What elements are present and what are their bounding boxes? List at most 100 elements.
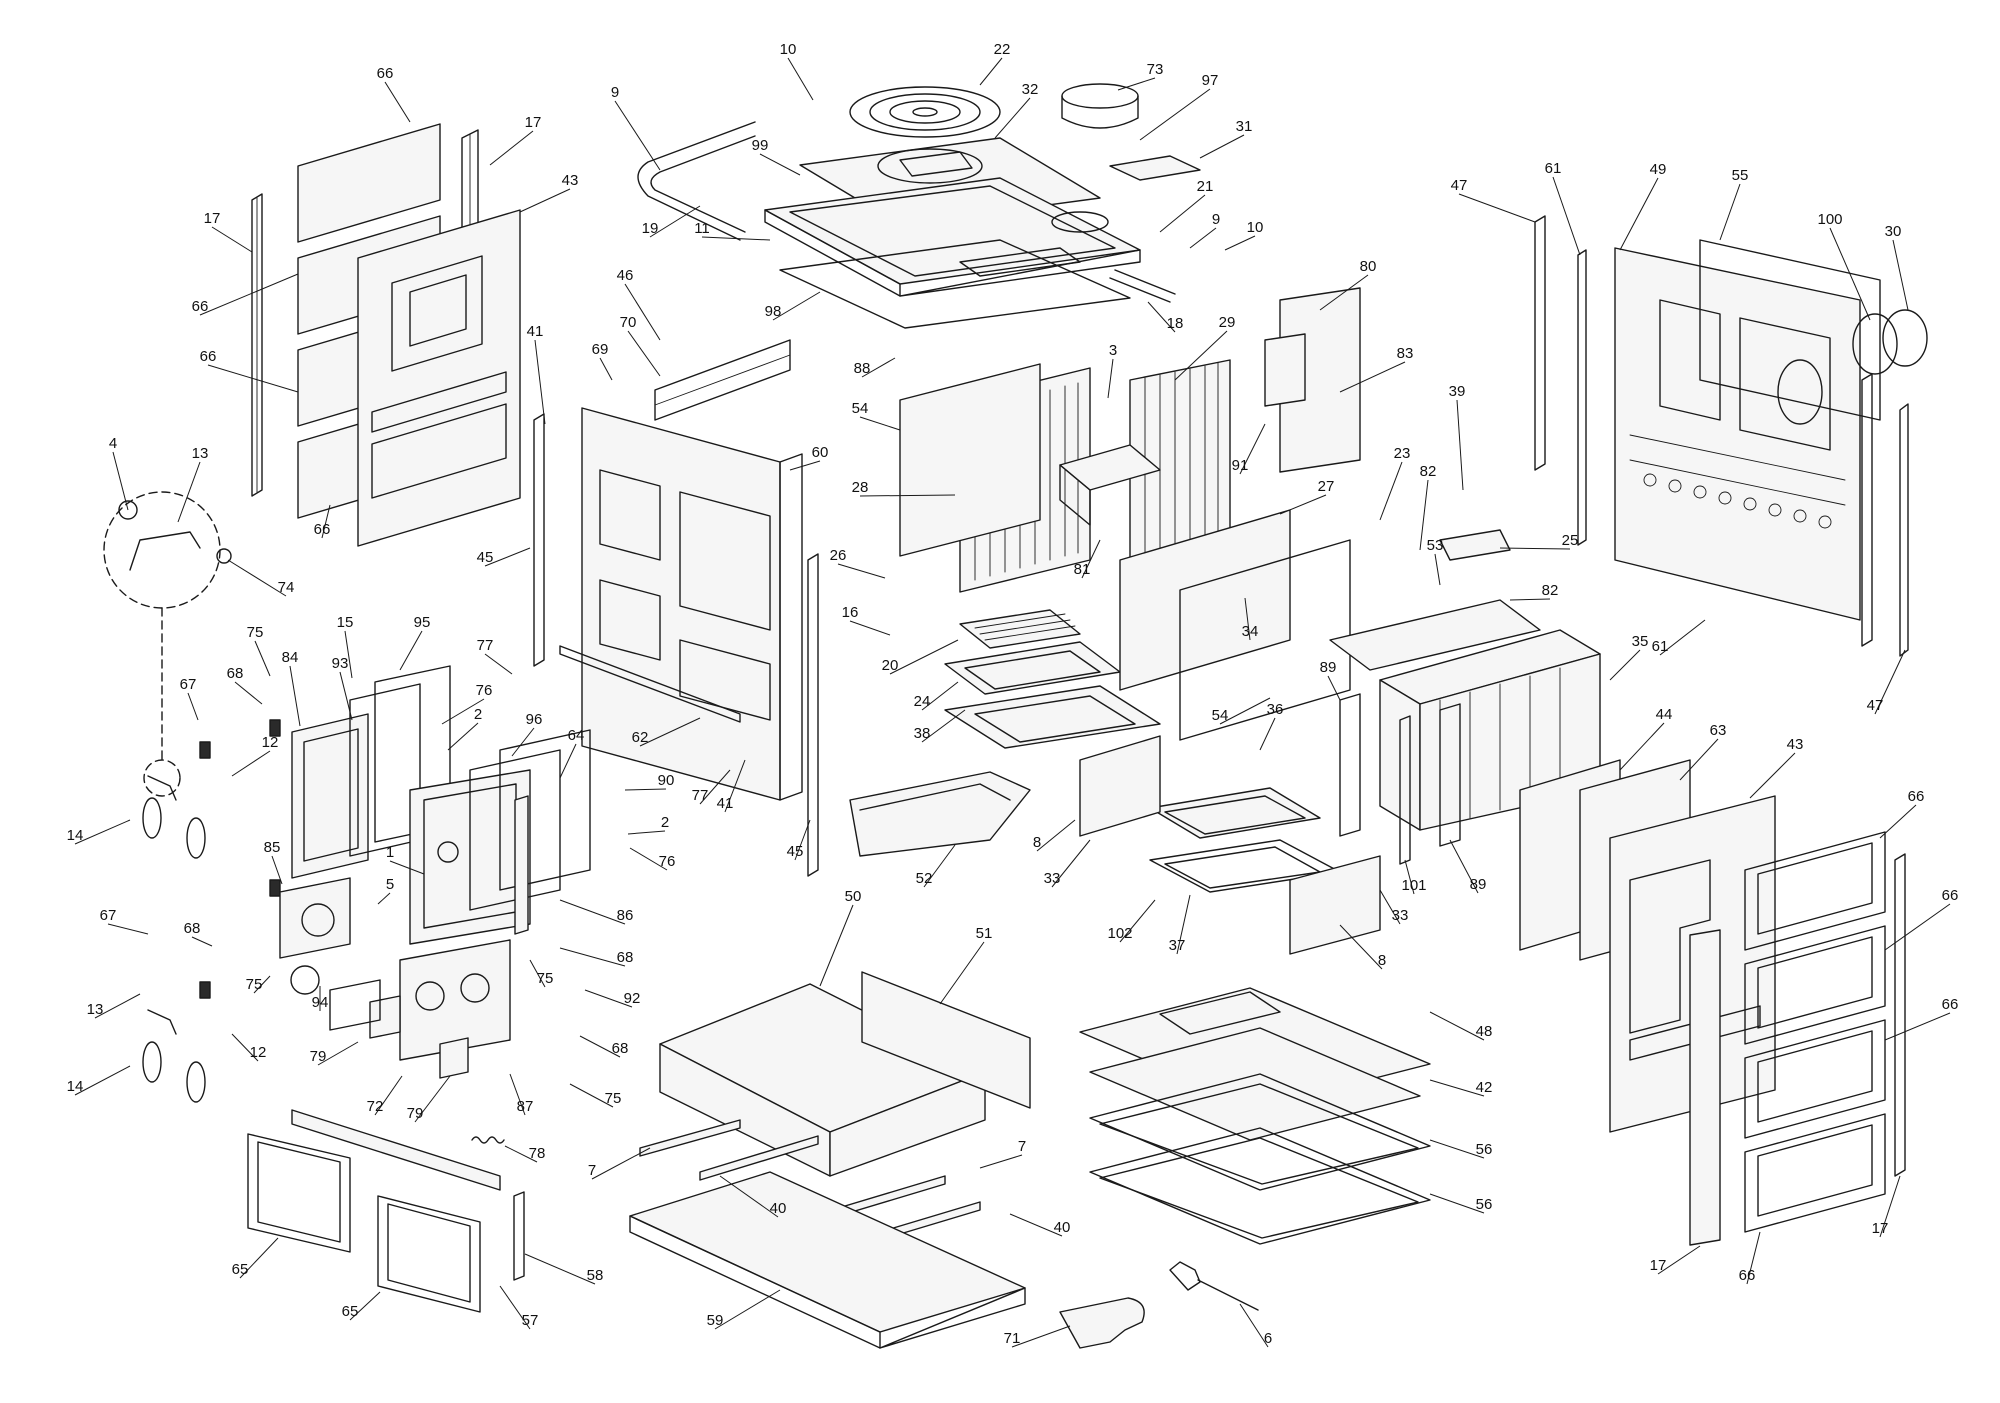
callout-leader-75 xyxy=(254,640,271,677)
callout-leader-10 xyxy=(1224,235,1256,251)
callout-leader-72 xyxy=(374,1075,403,1116)
callout-label-56: 56 xyxy=(1476,1141,1493,1158)
callout-leader-89 xyxy=(1449,839,1479,894)
oven-runners-right xyxy=(1289,855,1381,955)
callout-leader-36 xyxy=(1259,717,1276,751)
callout-leader-56 xyxy=(1429,1193,1485,1214)
callout-leader-37 xyxy=(1176,894,1191,955)
callout-label-5: 5 xyxy=(386,876,394,893)
callout-label-2: 2 xyxy=(661,814,669,831)
callout-leader-102 xyxy=(1119,899,1156,943)
oven-door-handle-rail xyxy=(514,795,529,935)
callout-label-42: 42 xyxy=(1476,1079,1493,1096)
spring-detail xyxy=(471,1136,505,1144)
callout-label-33: 33 xyxy=(1044,870,1061,887)
callout-label-79: 79 xyxy=(310,1048,327,1065)
callout-label-75: 75 xyxy=(246,976,263,993)
callout-leader-3 xyxy=(1107,358,1114,399)
oven-tray xyxy=(1149,787,1321,839)
callout-leader-2 xyxy=(447,722,479,751)
door-handle-lower xyxy=(142,1009,206,1103)
callout-leader-35 xyxy=(1609,649,1641,681)
callout-label-48: 48 xyxy=(1476,1023,1493,1040)
callout-label-102: 102 xyxy=(1107,925,1132,942)
callout-label-47: 47 xyxy=(1451,177,1468,194)
poker-tool xyxy=(1169,1261,1259,1311)
callout-leader-77 xyxy=(699,769,731,805)
callout-leader-48 xyxy=(1429,1011,1485,1041)
callout-label-10: 10 xyxy=(780,41,797,58)
callout-label-38: 38 xyxy=(914,725,931,742)
callout-leader-75 xyxy=(253,975,271,994)
callout-leader-41 xyxy=(724,759,746,813)
callout-label-68: 68 xyxy=(184,920,201,937)
callout-label-61: 61 xyxy=(1652,638,1669,655)
callout-label-4: 4 xyxy=(109,435,117,452)
callout-leader-60 xyxy=(789,460,821,471)
callout-label-89: 89 xyxy=(1320,659,1337,676)
callout-leader-8 xyxy=(1036,819,1076,852)
right-panel-rear xyxy=(1614,247,1861,621)
callout-leader-7 xyxy=(979,1154,1023,1169)
callout-label-96: 96 xyxy=(526,711,543,728)
callout-leader-66 xyxy=(384,81,411,123)
callout-leader-85 xyxy=(271,855,283,885)
callout-leader-22 xyxy=(979,57,1003,86)
callout-label-73: 73 xyxy=(1147,61,1164,78)
grate-frame xyxy=(944,641,1121,695)
callout-leader-17 xyxy=(1657,1245,1701,1275)
air-control-plate xyxy=(279,877,351,959)
callout-label-61: 61 xyxy=(1545,160,1562,177)
callout-leader-93 xyxy=(339,671,353,721)
callout-leader-17 xyxy=(1879,1175,1901,1238)
callout-leader-91 xyxy=(1239,423,1266,475)
callout-label-20: 20 xyxy=(882,657,899,674)
callout-label-44: 44 xyxy=(1656,706,1673,723)
callout-leader-4 xyxy=(112,451,129,511)
firebox-door-left xyxy=(291,713,369,879)
callout-leader-66 xyxy=(1879,804,1917,839)
callout-leader-99 xyxy=(759,153,801,176)
hotplate-rings xyxy=(849,86,1001,138)
callout-label-98: 98 xyxy=(765,303,782,320)
callout-label-94: 94 xyxy=(312,994,329,1011)
callout-label-57: 57 xyxy=(522,1312,539,1329)
callout-leader-69 xyxy=(599,357,613,381)
callout-leader-45 xyxy=(794,819,811,861)
callout-label-13: 13 xyxy=(192,445,209,462)
callout-leader-2 xyxy=(627,830,666,835)
callout-label-77: 77 xyxy=(692,787,709,804)
callout-leader-34 xyxy=(1244,597,1251,641)
callout-label-66: 66 xyxy=(192,298,209,315)
callout-leader-75 xyxy=(529,959,546,988)
lower-top-sheet xyxy=(779,239,1131,329)
towel-rail-left xyxy=(637,121,756,241)
front-rod xyxy=(559,645,741,723)
callout-leader-80 xyxy=(1319,274,1369,311)
callout-leader-17 xyxy=(489,130,534,166)
callout-leader-55 xyxy=(1719,183,1741,241)
callout-leader-67 xyxy=(107,923,149,935)
callout-label-24: 24 xyxy=(914,693,931,710)
callout-label-36: 36 xyxy=(1267,701,1284,718)
callout-leader-43 xyxy=(1749,752,1796,799)
callout-leader-79 xyxy=(414,1075,451,1123)
callout-label-17: 17 xyxy=(525,114,542,131)
callout-leader-16 xyxy=(849,620,891,636)
callout-leader-32 xyxy=(994,97,1031,139)
callout-label-78: 78 xyxy=(529,1145,546,1162)
callout-label-18: 18 xyxy=(1167,315,1184,332)
callout-leader-73 xyxy=(1117,77,1156,91)
callout-label-90: 90 xyxy=(658,772,675,789)
callout-label-50: 50 xyxy=(845,888,862,905)
callout-label-27: 27 xyxy=(1318,478,1335,495)
callout-leader-13 xyxy=(177,461,201,523)
callout-label-79: 79 xyxy=(407,1105,424,1122)
front-frame xyxy=(581,407,803,801)
small-square-covers xyxy=(369,995,469,1079)
callout-label-22: 22 xyxy=(994,41,1011,58)
callout-leader-101 xyxy=(1404,859,1415,895)
callout-label-68: 68 xyxy=(612,1040,629,1057)
callout-leader-30 xyxy=(1892,239,1909,311)
callout-leader-38 xyxy=(921,709,966,743)
